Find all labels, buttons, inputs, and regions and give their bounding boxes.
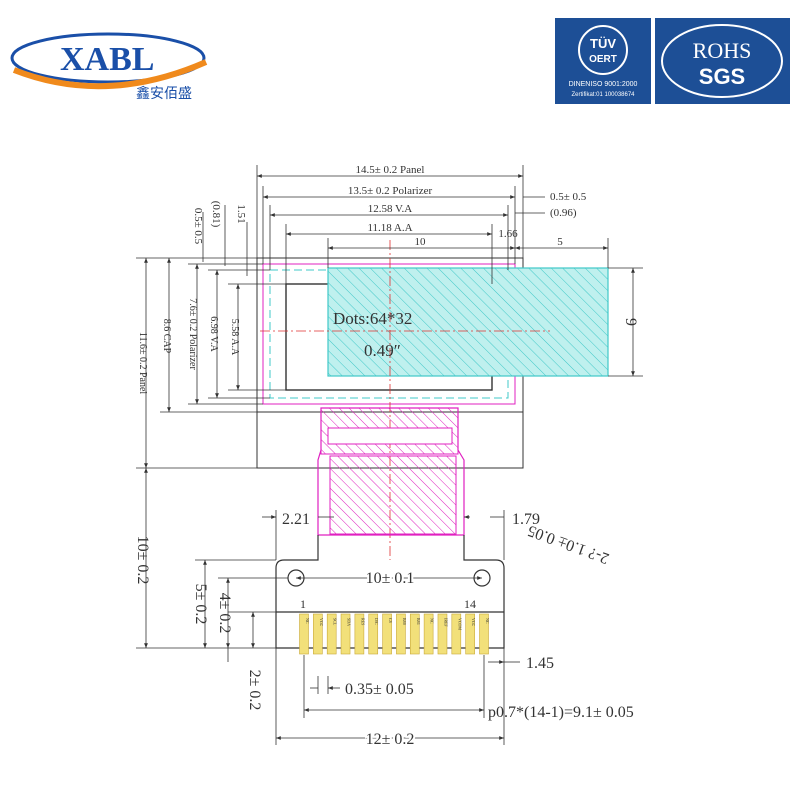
pin-label: NC <box>305 618 310 624</box>
dim-pitch: p0.7*(14-1)=9.1± 0.05 <box>488 704 634 721</box>
fpc-pad <box>465 613 475 655</box>
fpc-pad <box>423 613 434 655</box>
pin-label: SCL <box>333 618 338 626</box>
dim-221: 2.21 <box>282 511 310 528</box>
dim-va-height: 6.98 V.A <box>208 316 219 352</box>
fpc-pad <box>313 613 323 655</box>
dim-151: 1.51 <box>235 204 247 223</box>
logo-text: XABL <box>60 41 154 78</box>
pin-label: D/C <box>374 618 379 625</box>
tuv-line1: DINENISO 9001:2000 <box>569 81 638 88</box>
dim-aa-height: 5.58 A.A <box>229 319 240 356</box>
dim-aa-width: 11.18 A.A <box>367 222 412 234</box>
dim-hole-spacing: 10± 0.1 <box>366 570 415 587</box>
fpc-pad <box>451 613 462 655</box>
dim-four-02: 4± 0.2 <box>216 593 233 634</box>
pin-label: IREF <box>443 618 448 627</box>
fpc-flex <box>317 407 465 536</box>
pin-label: NC <box>485 618 490 624</box>
fpc-pad <box>368 613 379 655</box>
tuv-badge <box>555 18 651 104</box>
fpc-pad <box>437 613 448 655</box>
dim-nine: 9 <box>622 318 639 326</box>
dim-panel-width: 14.5± 0.2 Panel <box>356 164 425 176</box>
rohs-badge <box>655 18 790 104</box>
dim-panel-height: 11.6± 0.2 Panel <box>137 332 148 395</box>
dim-five: 5 <box>557 236 563 248</box>
dim-cap-height: 8.6 CAP <box>161 319 172 354</box>
pin-label: RES <box>360 618 365 625</box>
dimension-lines <box>136 165 643 745</box>
rohs-line1: ROHS <box>693 38 752 63</box>
dim-va-width: 12.58 V.A <box>368 203 413 215</box>
tuv-subtitle: OERT <box>589 54 617 65</box>
dim-081: (0.81) <box>210 201 222 228</box>
dim-179: 1.79 <box>512 511 540 528</box>
dim-05-right: 0.5± 0.5 <box>550 191 587 203</box>
pin-label: VCC <box>319 618 324 627</box>
dots-label: Dots:64*32 <box>333 309 412 328</box>
dim-polarizer-height: 7.6± 0.2 Polarizer <box>187 298 198 370</box>
dim-ten: 10 <box>415 236 427 248</box>
dim-145: 1.45 <box>526 655 554 672</box>
dim-096: (0.96) <box>550 207 577 219</box>
pin-label: BS0 <box>402 618 407 625</box>
pin-first-label: 1 <box>300 597 306 611</box>
size-label: 0.49″ <box>364 341 401 360</box>
dim-05-left: 0.5± 0.5 <box>192 208 204 245</box>
rohs-seal-icon <box>661 24 783 98</box>
dim-fpc-length: 10± 0.2 <box>134 536 151 585</box>
fpc-pad <box>479 613 489 655</box>
pin-label: BS1 <box>416 618 421 625</box>
dim-166: 1.66 <box>498 228 518 240</box>
fpc-pad <box>396 613 406 655</box>
fpc-pads: NC VCC SCL SDA RES D/C CS BS0 BS1 NC IREF VCOM VCC NC <box>299 613 490 655</box>
logo-swoosh-blue-icon <box>10 32 206 84</box>
rohs-line2: SGS <box>699 64 745 89</box>
brand-logo: XABL 鑫安佰盛 <box>6 18 226 108</box>
dim-polarizer-width: 13.5± 0.2 Polarizer <box>348 185 433 197</box>
pin-label: SDA <box>347 618 352 626</box>
pin-label: NC <box>430 618 435 624</box>
logo-subtitle: 鑫安佰盛 <box>136 85 192 101</box>
pin-label: VCOM <box>457 618 462 630</box>
fpc-pad <box>409 613 420 655</box>
fpc-pad <box>354 613 365 655</box>
display-area-hatch <box>327 267 609 377</box>
logo-swoosh-orange-icon <box>12 59 208 90</box>
dim-fpc-width: 12± 0.2 <box>366 731 415 748</box>
pin-last-label: 14 <box>464 597 476 611</box>
fpc-pad <box>382 613 392 655</box>
certification-badges: TÜV OERT DINENISO 9001:2000 Zertifikat:0… <box>555 18 790 104</box>
dim-pad-width: 0.35± 0.05 <box>345 681 414 698</box>
dim-hole: 2-? 1.0± 0.05 <box>526 522 612 567</box>
dim-two-02: 2± 0.2 <box>246 670 263 711</box>
fpc-pad <box>299 613 309 655</box>
pin-label: CS <box>388 618 393 623</box>
fpc-pad <box>326 613 337 655</box>
dim-five-02: 5± 0.2 <box>192 584 209 625</box>
dimension-labels: 14.5± 0.2 Panel 13.5± 0.2 Polarizer 12.5… <box>137 164 639 394</box>
tuv-seal-icon <box>578 25 628 75</box>
fpc-pad <box>340 613 351 655</box>
tuv-line2: Zertifikat:01 100038674 <box>571 92 635 98</box>
tuv-title: TÜV <box>590 36 616 51</box>
pin-label: VCC <box>471 618 476 627</box>
